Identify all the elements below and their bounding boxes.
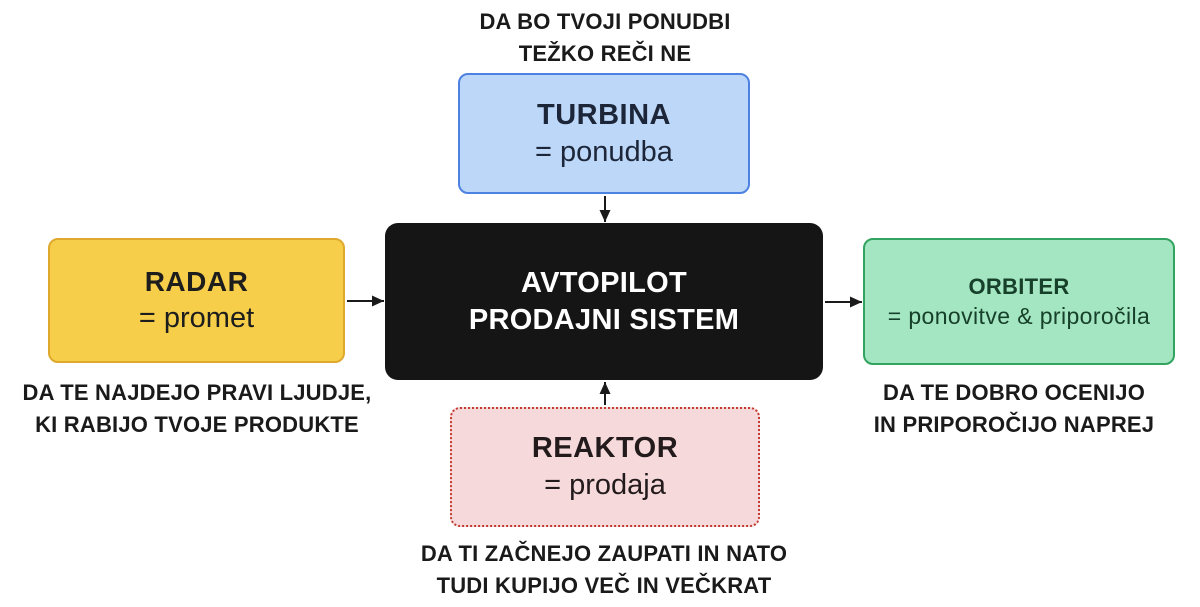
turbina-caption-line2: TEŽKO REČI NE [518,41,692,66]
node-center-avtopilot: AVTOPILOT PRODAJNI SISTEM [385,223,823,380]
orbiter-caption-line1: DA TE DOBRO OCENIJO [882,380,1146,405]
radar-caption-line2: KI RABIJO TVOJE PRODUKTE [35,412,359,437]
node-turbina: TURBINA = ponudba [458,73,750,194]
center-title-line2: PRODAJNI SISTEM [468,303,740,336]
radar-title: RADAR [144,266,249,297]
reaktor-title: REAKTOR [531,432,679,464]
turbina-subtitle: = ponudba [535,135,673,168]
radar-caption: DA TE NAJDEJO PRAVI LJUDJE, KI RABIJO TV… [10,377,384,441]
turbina-title: TURBINA [537,98,671,131]
node-radar: RADAR = promet [48,238,345,363]
reaktor-subtitle: = prodaja [544,469,666,501]
turbina-caption: DA BO TVOJI PONUDBI TEŽKO REČI NE [405,6,805,70]
node-reaktor: REAKTOR = prodaja [450,407,760,527]
center-title-line1: AVTOPILOT [521,266,687,299]
reaktor-caption-line1: DA TI ZAČNEJO ZAUPATI IN NATO [420,541,788,566]
reaktor-caption: DA TI ZAČNEJO ZAUPATI IN NATO TUDI KUPIJ… [404,538,804,602]
node-orbiter: ORBITER = ponovitve & priporočila [863,238,1175,365]
radar-caption-line1: DA TE NAJDEJO PRAVI LJUDJE, [22,380,372,405]
reaktor-caption-line2: TUDI KUPIJO VEČ IN VEČKRAT [436,573,772,598]
orbiter-subtitle: = ponovitve & priporočila [887,302,1151,329]
orbiter-title: ORBITER [968,273,1070,299]
orbiter-caption: DA TE DOBRO OCENIJO IN PRIPOROČIJO NAPRE… [834,377,1194,441]
turbina-caption-line1: DA BO TVOJI PONUDBI [479,9,731,34]
radar-subtitle: = promet [138,302,255,334]
orbiter-caption-line2: IN PRIPOROČIJO NAPREJ [873,412,1155,437]
